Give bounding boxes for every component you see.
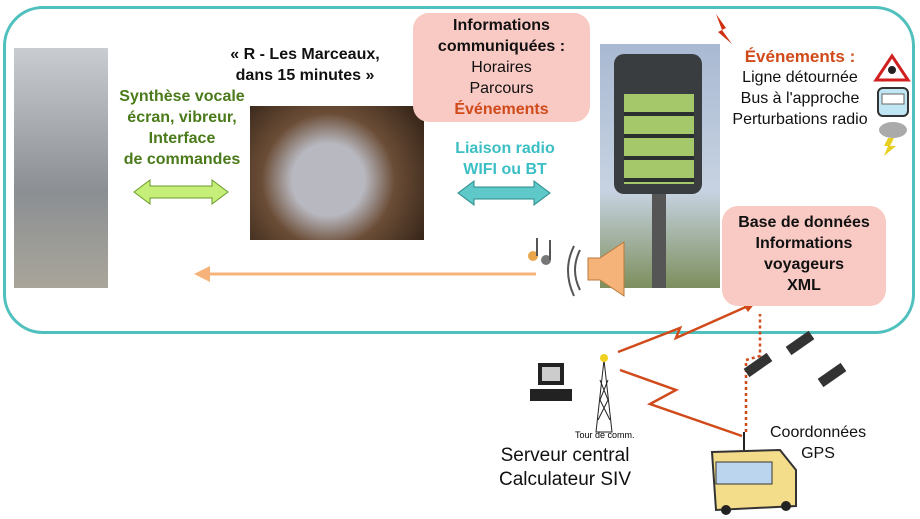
- infos-item: Horaires: [471, 59, 532, 76]
- database-line: XML: [787, 277, 821, 294]
- database-line: Informations: [755, 235, 853, 252]
- liaison-line: Liaison radio: [455, 140, 555, 157]
- gps-dotted-link: [744, 314, 762, 432]
- gps-line: Coordonnées: [770, 424, 867, 441]
- liaison-line: WIFI ou BT: [463, 161, 547, 178]
- speaker-icon: [567, 241, 625, 297]
- evenement-item: Ligne détournée: [742, 69, 858, 86]
- bus-stop-display-photo: [600, 44, 720, 288]
- quote-line: dans 15 minutes »: [235, 67, 375, 84]
- liaison-text: Liaison radio WIFI ou BT: [430, 138, 580, 180]
- system-boundary: [3, 6, 915, 334]
- bus-front-icon: [877, 87, 909, 117]
- infos-box: Informations communiquées : Horaires Par…: [413, 13, 590, 122]
- computer-icon: [530, 363, 572, 401]
- gps-line: GPS: [801, 445, 835, 462]
- infos-title: Informations: [453, 17, 550, 34]
- tower-label: Tour de comm.: [575, 430, 635, 440]
- blind-user-photo: [14, 48, 108, 288]
- evenement-item: Perturbations radio: [732, 111, 868, 128]
- server-line: Calculateur SIV: [498, 469, 631, 490]
- roadworks-sign-icon: [873, 53, 911, 82]
- green-double-arrow: [133, 179, 229, 205]
- database-box: Base de données Informations voyageurs X…: [722, 206, 886, 306]
- synthese-line: Interface: [148, 130, 216, 147]
- storm-cloud-icon: [879, 122, 907, 156]
- database-line: voyageurs: [763, 256, 845, 273]
- music-note-icon: [528, 238, 551, 265]
- server-label: Serveur central Calculateur SIV: [480, 444, 650, 492]
- infos-item: Parcours: [469, 80, 534, 97]
- evenements-list: Événements : Ligne détournée Bus à l'app…: [720, 46, 880, 130]
- infos-title: communiquées :: [437, 38, 566, 55]
- radio-links: [617, 304, 749, 438]
- synthese-line: écran, vibreur,: [127, 109, 237, 126]
- synthese-text: Synthèse vocale écran, vibreur, Interfac…: [104, 86, 260, 170]
- infos-events: Événements: [454, 101, 549, 118]
- evenement-item: Bus à l'approche: [740, 90, 860, 107]
- tower-icon: [595, 354, 613, 433]
- cyan-double-arrow: [457, 180, 551, 206]
- evenements-title: Événements :: [744, 47, 856, 66]
- lightning-icon: [716, 14, 732, 44]
- pda-photo: [250, 106, 424, 240]
- synthese-line: de commandes: [123, 151, 241, 168]
- quote-line: « R - Les Marceaux,: [230, 46, 380, 63]
- server-line: Serveur central: [500, 445, 630, 466]
- quote-text: « R - Les Marceaux, dans 15 minutes »: [205, 44, 405, 86]
- orange-arrow-to-user: [194, 266, 536, 282]
- bus-icon: [710, 432, 797, 515]
- satellite-icon: [743, 330, 847, 388]
- gps-label: Coordonnées GPS: [770, 422, 866, 464]
- synthese-line: Synthèse vocale: [119, 88, 245, 105]
- database-line: Base de données: [738, 214, 870, 231]
